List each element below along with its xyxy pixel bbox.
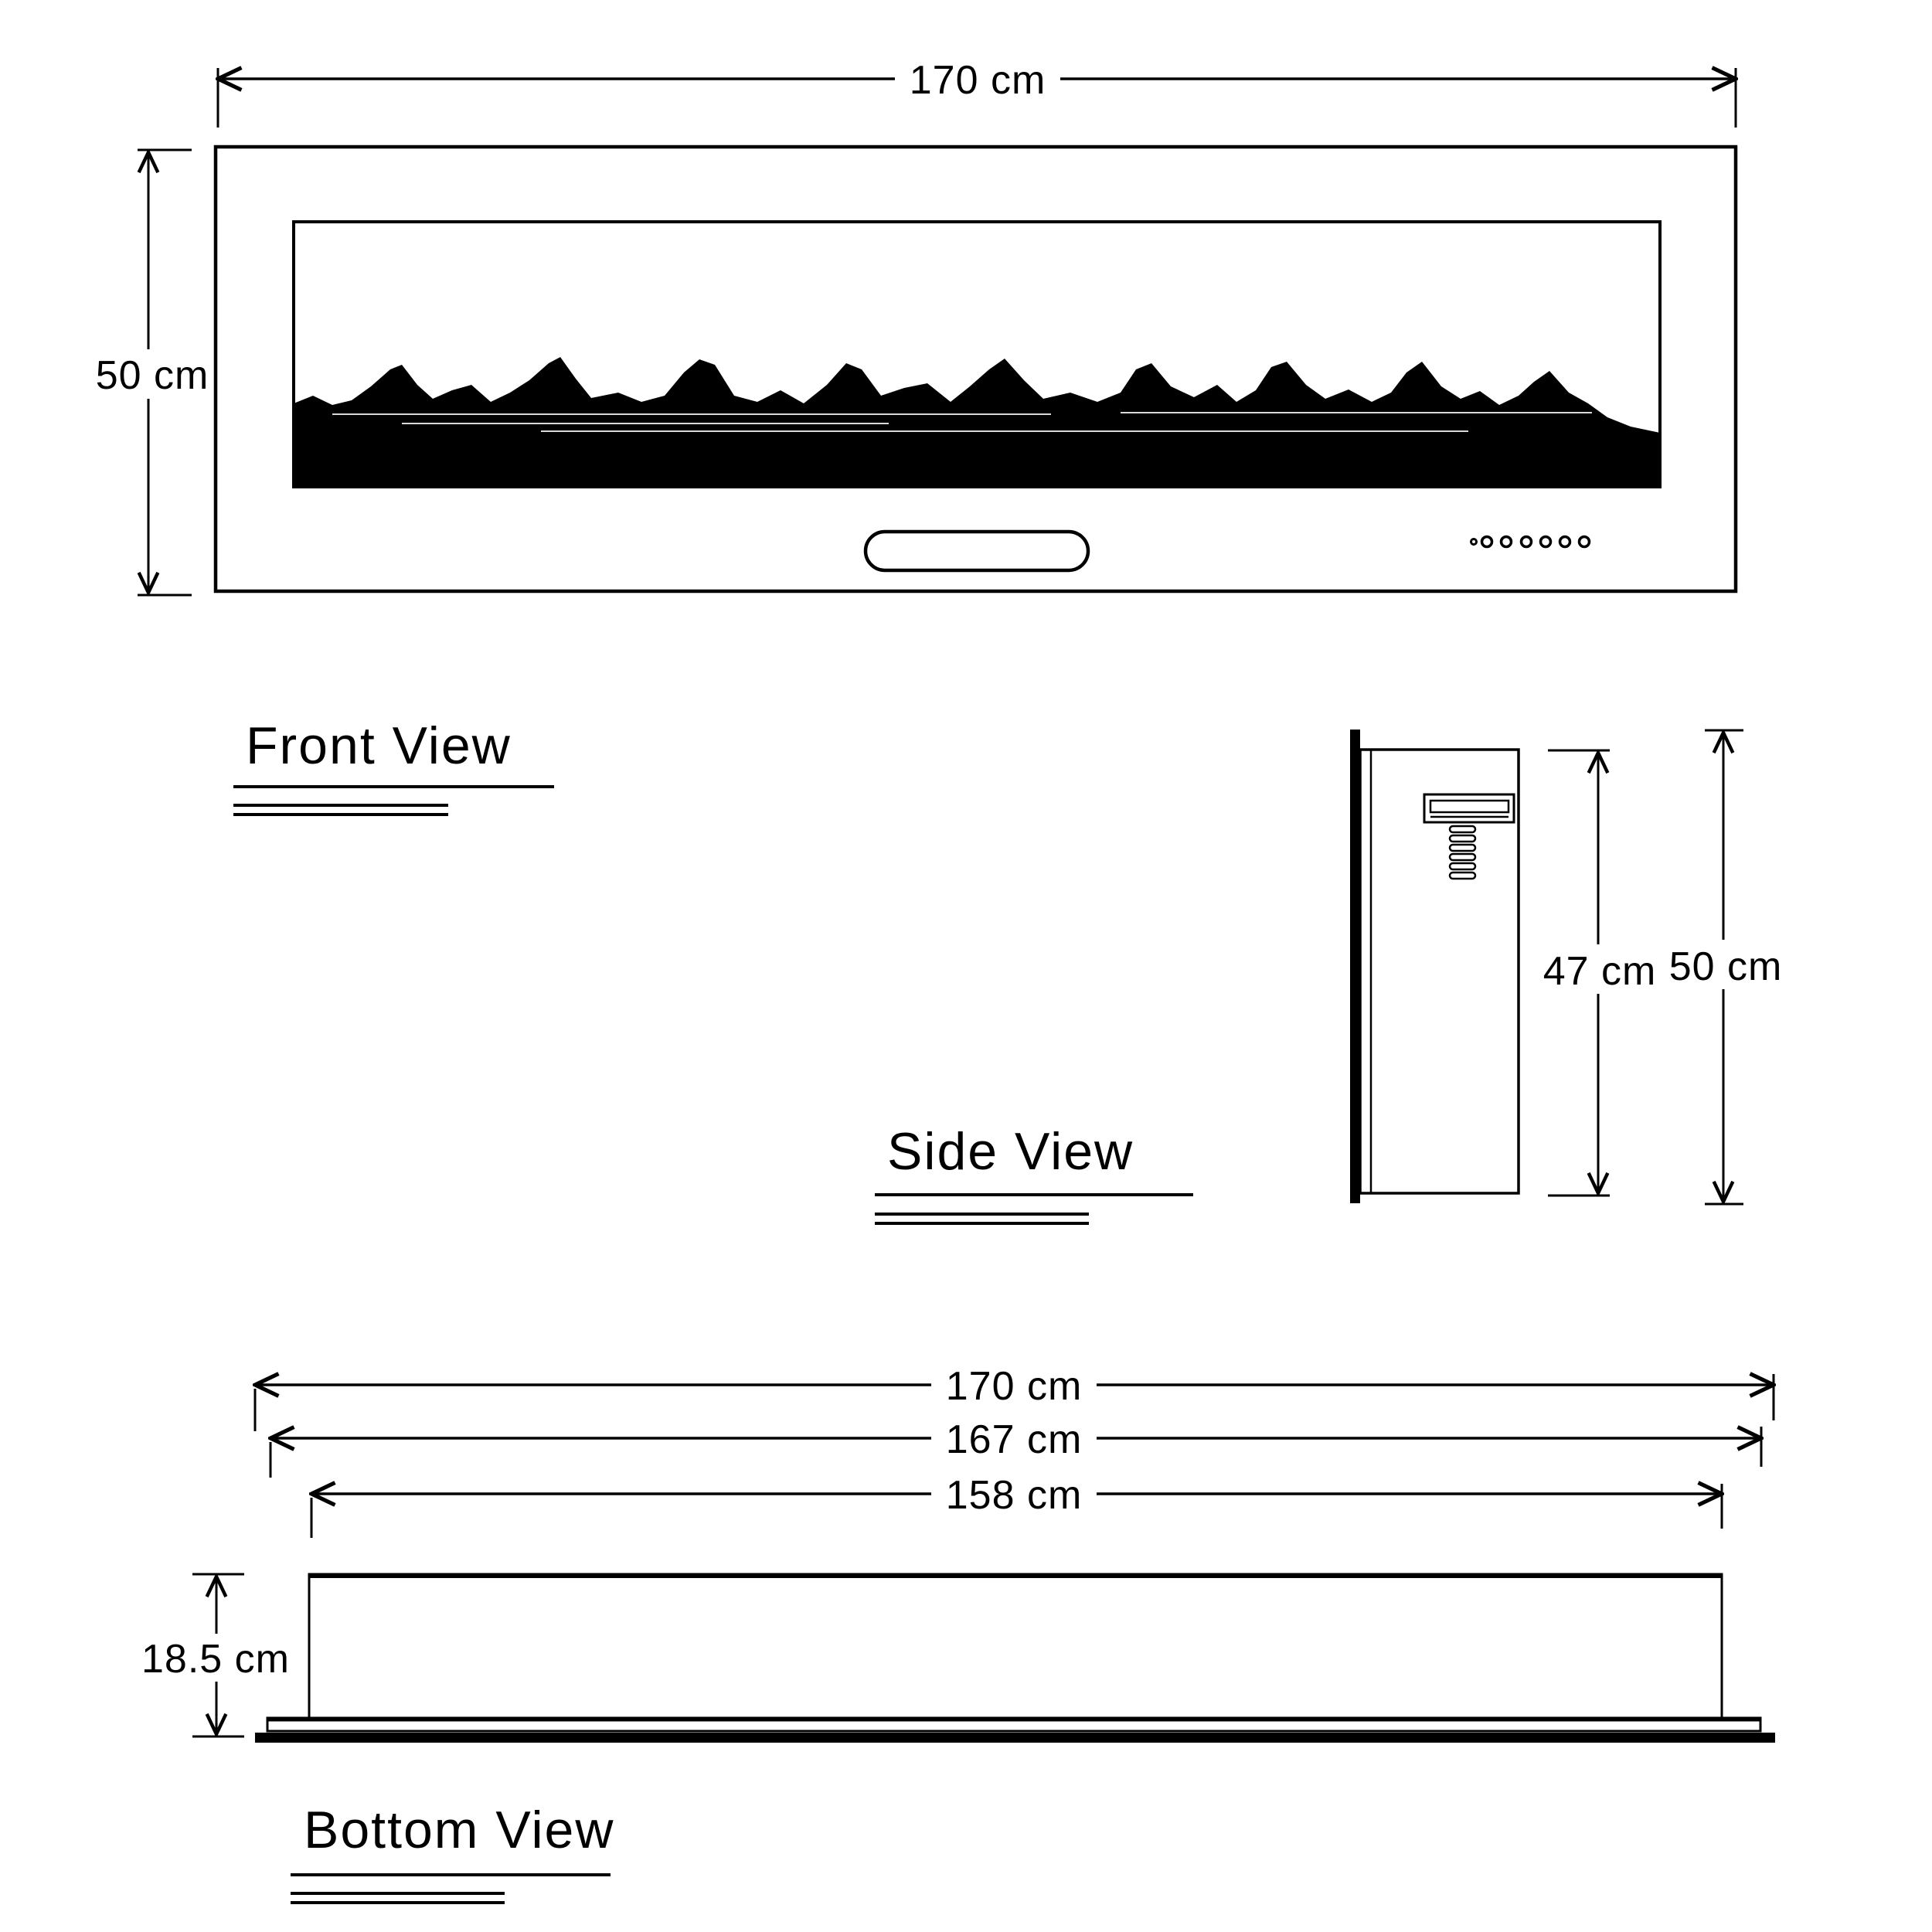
bottom-overall-width-dimension: 170 cm (255, 1357, 1774, 1431)
bottom-middle-width-dimension: 167 cm (270, 1411, 1761, 1478)
side-inner-height-dimension: 47 cm (1542, 749, 1658, 1197)
side-overall-height-dimension-label: 50 cm (1669, 944, 1783, 989)
front-height-dimension: 50 cm (94, 148, 210, 597)
side-overall-height-dimension: 50 cm (1666, 729, 1784, 1206)
front-view-label-underline (233, 785, 554, 816)
ember-log-bed-silhouette (294, 357, 1660, 485)
bottom-view-label-underline (291, 1873, 611, 1904)
bottom-inner-width-dimension-label: 158 cm (946, 1473, 1083, 1518)
bottom-view-label: Bottom View (304, 1801, 614, 1859)
side-view-label-underline (875, 1193, 1193, 1225)
bottom-view: 170 cm 167 cm 158 cm (141, 1357, 1775, 1904)
control-button-circle (1539, 535, 1553, 549)
bottom-glass-edge-bar (255, 1733, 1775, 1743)
side-vent-slot (1423, 793, 1515, 824)
front-panel-button (863, 529, 1090, 573)
side-inner-height-dimension-label: 47 cm (1543, 949, 1657, 994)
front-view: 170 cm 50 cm (94, 49, 1736, 816)
front-width-dimension-label: 170 cm (910, 58, 1046, 103)
side-louver-stack (1448, 825, 1477, 880)
control-button-circle (1519, 535, 1533, 549)
side-body (1359, 748, 1520, 1195)
control-button-circle (1480, 535, 1494, 549)
control-button-circle (1558, 535, 1572, 549)
front-control-lights (1470, 535, 1591, 549)
side-view: 47 cm 50 cm Side View (875, 729, 1784, 1225)
bottom-inner-width-dimension: 158 cm (311, 1467, 1722, 1538)
bottom-depth-dimension-label: 18.5 cm (141, 1637, 290, 1682)
bottom-depth-dimension: 18.5 cm (141, 1573, 290, 1738)
ember-striations (332, 412, 1592, 432)
front-width-dimension: 170 cm (218, 49, 1736, 128)
front-view-label: Front View (246, 716, 512, 775)
control-indicator-dot (1470, 538, 1478, 546)
side-view-label: Side View (887, 1122, 1134, 1181)
control-button-circle (1577, 535, 1591, 549)
bottom-body (308, 1573, 1723, 1719)
bottom-overall-width-dimension-label: 170 cm (946, 1364, 1083, 1409)
side-wall-plate (1350, 730, 1360, 1203)
bottom-middle-width-dimension-label: 167 cm (946, 1417, 1083, 1462)
control-button-circle (1499, 535, 1513, 549)
front-height-dimension-label: 50 cm (96, 353, 209, 398)
